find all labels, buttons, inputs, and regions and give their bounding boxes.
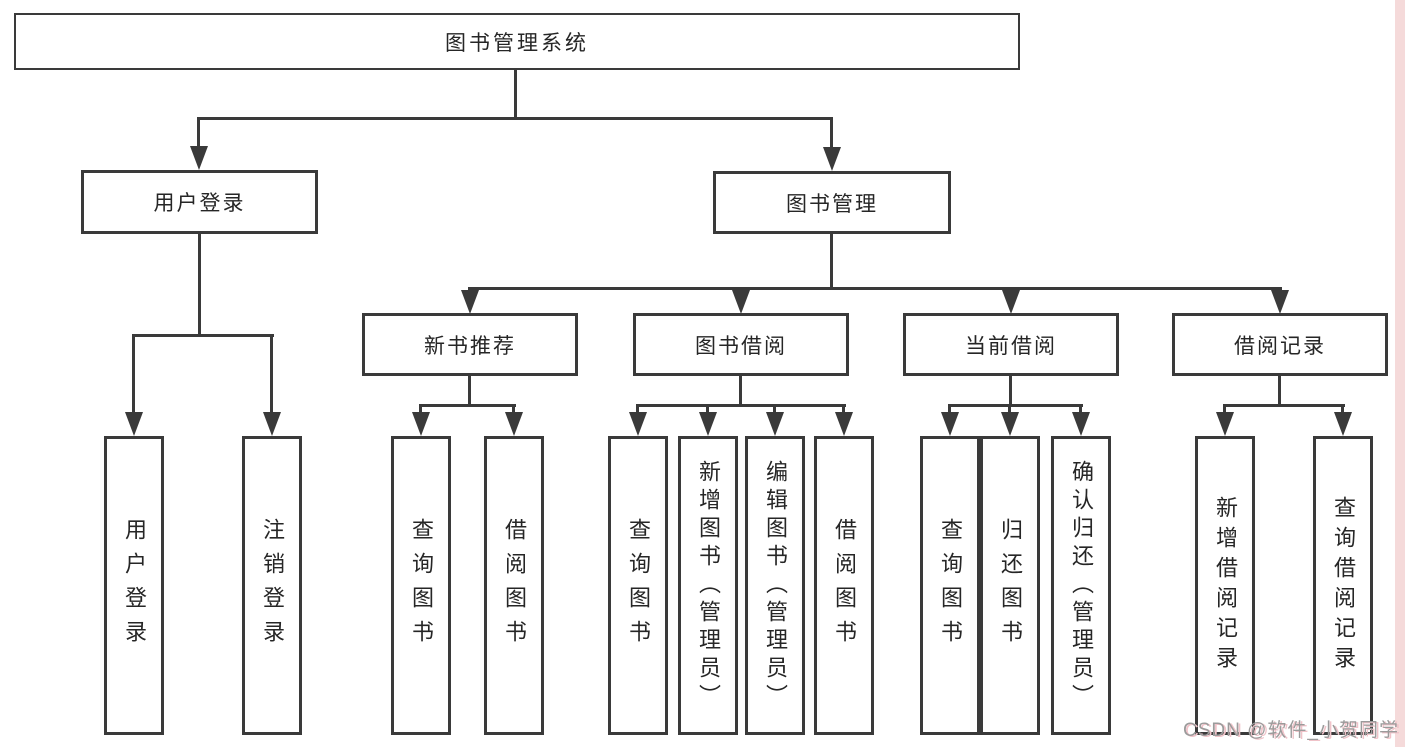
arrow-down-icon [835, 404, 853, 436]
arrow-down-icon [263, 334, 281, 436]
arrow-down-icon [1001, 404, 1019, 436]
leaf-borrow-books-borrowing: 借阅图书 [814, 436, 874, 735]
node-new-book-recommendation: 新书推荐 [362, 313, 578, 376]
connector-book-borrowing-stem [739, 376, 742, 407]
connector-current-borrowing-rail [949, 404, 1083, 407]
arrow-down-icon [941, 404, 959, 436]
connector-level3-rail [469, 287, 1282, 290]
right-edge-strip [1395, 0, 1405, 747]
connector-book-borrowing-rail [637, 404, 846, 407]
arrow-down-icon [190, 117, 208, 170]
connector-root-rail [199, 117, 833, 120]
node-library-management-system: 图书管理系统 [14, 13, 1020, 70]
leaf-user-login: 用户登录 [104, 436, 164, 735]
node-book-borrowing: 图书借阅 [633, 313, 849, 376]
connector-borrowing-records-rail [1223, 404, 1345, 407]
node-current-borrowing: 当前借阅 [903, 313, 1119, 376]
arrow-down-icon [732, 287, 750, 314]
leaf-add-borrow-record: 新增借阅记录 [1195, 436, 1255, 735]
leaf-borrow-books-recommend: 借阅图书 [484, 436, 544, 735]
arrow-down-icon [699, 404, 717, 436]
node-borrowing-records: 借阅记录 [1172, 313, 1388, 376]
connector-borrowing-records-stem [1278, 376, 1281, 407]
connector-current-borrowing-stem [1009, 376, 1012, 407]
leaf-query-books-recommend: 查询图书 [391, 436, 451, 735]
connector-root-stem [514, 70, 517, 119]
leaf-add-book-admin: 新增图书（管理员） [678, 436, 738, 735]
leaf-confirm-return-admin: 确认归还（管理员） [1051, 436, 1111, 735]
leaf-query-books-borrowing: 查询图书 [608, 436, 668, 735]
arrow-down-icon [412, 404, 430, 436]
node-book-management: 图书管理 [713, 171, 951, 234]
arrow-down-icon [1334, 404, 1352, 436]
leaf-return-books: 归还图书 [980, 436, 1040, 735]
connector-user-login-rail [133, 334, 274, 337]
connector-book-management-stem [830, 234, 833, 290]
arrow-down-icon [1271, 287, 1289, 314]
arrow-down-icon [1072, 404, 1090, 436]
leaf-query-borrow-record: 查询借阅记录 [1313, 436, 1373, 735]
node-user-login: 用户登录 [81, 170, 318, 234]
arrow-down-icon [766, 404, 784, 436]
arrow-down-icon [125, 334, 143, 436]
arrow-down-icon [629, 404, 647, 436]
leaf-logout: 注销登录 [242, 436, 302, 735]
connector-user-login-stem [198, 234, 201, 337]
leaf-edit-book-admin: 编辑图书（管理员） [745, 436, 805, 735]
arrow-down-icon [1216, 404, 1234, 436]
arrow-down-icon [823, 117, 841, 171]
connector-new-book-rail [419, 404, 516, 407]
leaf-query-books-current: 查询图书 [920, 436, 980, 735]
csdn-watermark: CSDN @软件_小贺同学 [1183, 720, 1399, 741]
arrow-down-icon [1002, 287, 1020, 314]
arrow-down-icon [505, 404, 523, 436]
arrow-down-icon [461, 287, 479, 314]
connector-new-book-stem [468, 376, 471, 407]
